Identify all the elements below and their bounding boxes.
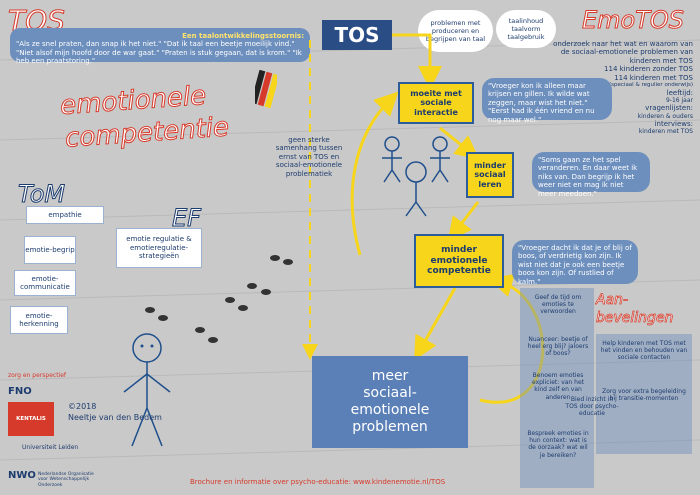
- tos-quotes-bubble: Een taalontwikkelingsstoornis: "Als ze s…: [10, 28, 310, 66]
- logo-leiden: Universiteit Leiden: [22, 444, 79, 451]
- emotos-info-line5: leeftijd:: [666, 88, 693, 97]
- rec-item-3: Help kinderen met TOS met het vinden en …: [600, 340, 688, 362]
- tom-item-emotie-communicatie: emotie-communicatie: [14, 270, 76, 296]
- ef-item-regulatie: emotie regulatie & emotieregulatie-strat…: [116, 228, 202, 268]
- flag-icon: [255, 70, 277, 108]
- logo-nwo-sub: Nederlandse Organisatie voor Wetenschapp…: [38, 472, 94, 488]
- emotos-info-line6: 9-16 jaar: [665, 96, 693, 104]
- tos-intro: Een taalontwikkelingsstoornis:: [182, 32, 304, 40]
- result-box: meer sociaal- emotionele problemen: [312, 356, 468, 448]
- recommendations-panel-right: [596, 334, 692, 454]
- flow-box3-line2: emotionele: [430, 255, 488, 266]
- logo-zorg: zorg en perspectief: [8, 372, 67, 379]
- emotos-info-line8: kinderen & ouders: [637, 112, 693, 120]
- emotos-info-line10: kinderen met TOS: [638, 128, 693, 136]
- emotos-info-line9: interviews:: [654, 119, 693, 128]
- rec-item-5: Zorg voor extra begeleiding bij transiti…: [602, 388, 686, 403]
- rec-item-6: Bied inzicht in TOS door psycho-educatie: [565, 396, 619, 418]
- flow-box-social-learning: minder sociaal leren: [466, 152, 514, 198]
- recommendations-panel-left: [520, 288, 594, 488]
- emotos-title: EmoTOS: [581, 6, 685, 35]
- rec-item-4: Benoem emoties expliciet: van het kind z…: [531, 372, 584, 401]
- result-line4: problemen: [352, 418, 428, 435]
- tos-center-box: TOS: [322, 20, 392, 50]
- flow-box3-line3: competentie: [427, 266, 491, 277]
- emotos-info-line4: (speciaal & regulier onderwijs): [609, 81, 693, 88]
- emotos-info-line3: 114 kinderen met TOS: [614, 73, 693, 82]
- children-figures-icon: [382, 136, 450, 217]
- quote-bubble-2: "Soms gaan ze het spel veranderen. En da…: [532, 152, 650, 198]
- emotos-info-line7: vragenlijsten:: [645, 104, 693, 113]
- flow-box3-line1: minder: [441, 245, 477, 256]
- emotos-info: onderzoek naar het wat en waarom van de …: [550, 40, 693, 135]
- emotos-info-line2: 114 kinderen zonder TOS: [604, 65, 693, 74]
- rec-item-2: Nuanceer: beetje of heel erg blij? jaloe…: [527, 336, 589, 358]
- tom-item-emotie-herkenning: emotie-herkenning: [10, 306, 68, 334]
- result-line3: emotionele: [350, 402, 430, 418]
- rec-item-1: Geef de tijd om emoties te verwoorden: [534, 294, 582, 316]
- tom-item-emotie-begrip: emotie-begrip: [24, 236, 76, 264]
- tom-item-empathie: empathie: [26, 206, 104, 224]
- logo-nwo: NWO: [8, 470, 36, 481]
- brochure-link[interactable]: Brochure en informatie over psycho-educa…: [190, 478, 446, 486]
- flow-box-social-interaction: moeite met sociale interactie: [398, 82, 474, 124]
- recommendations-title-2: bevelingen: [596, 310, 674, 327]
- logo-fno: FNO: [8, 386, 32, 397]
- tos-quotes: "Als ze snel praten, dan snap ik het nie…: [16, 40, 302, 66]
- ef-title: EF: [172, 204, 202, 233]
- result-line1: meer: [371, 368, 409, 385]
- recommendations-title-1: Aan-: [596, 292, 629, 309]
- flow-box-emotional-competence: minder emotionele competentie: [414, 234, 504, 288]
- tom-title: ToM: [17, 180, 66, 209]
- middle-column-text: geen sterke samenhang tussen ernst van T…: [275, 136, 343, 178]
- rec-item-7: Bespreek emoties in hun context: wat is …: [527, 430, 589, 459]
- copyright-year: ©2018: [68, 402, 97, 411]
- quote-bubble-1: "Vroeger kon ik alleen maar krijsen en g…: [482, 78, 612, 124]
- boy-figure-icon: [123, 333, 171, 447]
- quote-bubble-3: "Vroeger dacht ik dat je of blij of boos…: [512, 240, 638, 286]
- result-line2: sociaal-: [363, 385, 417, 402]
- logo-kentalis: KENTALIS: [8, 402, 54, 436]
- author-name: Neeltje van den Bedem: [68, 413, 162, 422]
- emotos-info-text: onderzoek naar het wat en waarom van de …: [553, 40, 693, 65]
- cloud-language: taalinhoud taalvorm taalgebruik: [496, 10, 556, 48]
